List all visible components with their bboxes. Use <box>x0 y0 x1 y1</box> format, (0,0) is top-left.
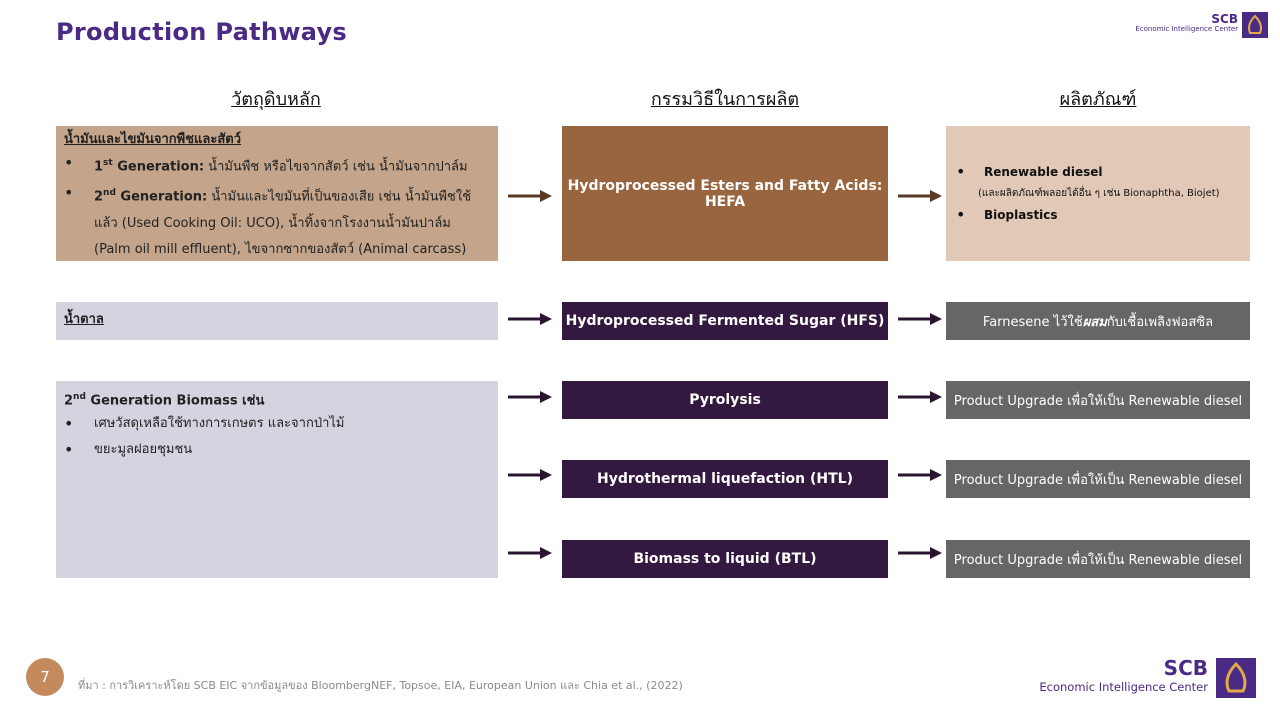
page-number: 7 <box>26 658 64 696</box>
column-header-product: ผลิตภัณฑ์ <box>1059 89 1137 110</box>
bullet-icon: • <box>64 440 74 460</box>
gen-number: 2 <box>64 393 74 409</box>
raw-sugar-box: น้ำตาล <box>56 302 498 340</box>
list-item: • 1st Generation: น้ำมันพืช หรือไขจากสัต… <box>64 150 490 180</box>
arrow-right-icon <box>898 391 942 403</box>
raw-biomass-heading: 2nd Generation Biomass เช่น <box>64 387 490 411</box>
raw-sugar-heading: น้ำตาล <box>64 312 104 327</box>
list-item-text: เศษวัสดุเหลือใช้ทางการเกษตร และจากป่าไม้ <box>94 416 345 432</box>
list-item: • Renewable diesel (และผลิตภัณฑ์พลอยได้อ… <box>956 162 1220 204</box>
product-hefa-box: • Renewable diesel (และผลิตภัณฑ์พลอยได้อ… <box>946 126 1250 261</box>
gen-number: 1 <box>94 159 104 175</box>
product-name: Renewable diesel <box>984 164 1103 179</box>
raw-oils-heading: น้ำมันและไขมันจากพืชและสัตว์ <box>64 132 242 147</box>
list-item: • ขยะมูลฝอยชุมชน <box>64 437 490 463</box>
header-logo-brand: SCB <box>1211 12 1238 26</box>
page-title: Production Pathways <box>56 18 347 46</box>
arrow-right-icon <box>508 547 552 559</box>
bullet-icon: • <box>64 153 74 172</box>
raw-biomass-box: 2nd Generation Biomass เช่น • เศษวัสดุเห… <box>56 381 498 578</box>
product-name: Bioplastics <box>984 207 1058 222</box>
column-header-process: กรรมวิธีในการผลิต <box>650 89 800 110</box>
list-item: • Bioplastics <box>956 204 1220 226</box>
arrow-right-icon <box>898 190 942 202</box>
arrow-right-icon <box>508 391 552 403</box>
gen-text: น้ำมันพืช หรือไขจากสัตว์ เช่น น้ำมันจากป… <box>204 159 468 175</box>
process-hfs-box: Hydroprocessed Fermented Sugar (HFS) <box>562 302 888 340</box>
gen-text: น้ำมันและไขมันที่เป็นของเสีย เช่น น้ำมัน… <box>94 189 472 257</box>
gen-number: 2 <box>94 189 104 205</box>
product-text: Farnesene ไว้ใช้ <box>982 314 1083 330</box>
product-text: กับเชื้อเพลิงฟอสซิล <box>1106 314 1214 330</box>
scb-logo-icon <box>1242 12 1268 38</box>
product-pyrolysis-box: Product Upgrade เพื่อให้เป็น Renewable d… <box>946 381 1250 419</box>
process-btl-box: Biomass to liquid (BTL) <box>562 540 888 578</box>
header-logo-sub: Economic Intelligence Center <box>1135 25 1238 33</box>
raw-oils-box: น้ำมันและไขมันจากพืชและสัตว์ • 1st Gener… <box>56 126 498 261</box>
list-item-text: ขยะมูลฝอยชุมชน <box>94 442 193 458</box>
product-htl-box: Product Upgrade เพื่อให้เป็น Renewable d… <box>946 460 1250 498</box>
arrow-right-icon <box>898 469 942 481</box>
gen-suffix: st <box>103 158 113 168</box>
arrow-right-icon <box>508 313 552 325</box>
arrow-right-icon <box>898 313 942 325</box>
header-logo: SCB Economic Intelligence Center <box>1135 12 1270 38</box>
process-pyrolysis-box: Pyrolysis <box>562 381 888 419</box>
bullet-icon: • <box>64 414 74 434</box>
product-emphasis: ผสม <box>1082 314 1107 330</box>
gen-suffix: nd <box>73 392 86 402</box>
bullet-icon: • <box>64 183 74 203</box>
gen-label: Generation Biomass เช่น <box>85 393 265 409</box>
product-btl-box: Product Upgrade เพื่อให้เป็น Renewable d… <box>946 540 1250 578</box>
list-item: • 2nd Generation: น้ำมันและไขมันที่เป็นข… <box>64 180 490 262</box>
list-item: • เศษวัสดุเหลือใช้ทางการเกษตร และจากป่าไ… <box>64 411 490 437</box>
footer-logo-brand: SCB <box>1163 656 1208 680</box>
source-note: ที่มา : การวิเคราะห์โดย SCB EIC จากข้อมู… <box>78 679 683 692</box>
bullet-icon: • <box>956 161 966 181</box>
process-hefa-box: Hydroprocessed Esters and Fatty Acids: H… <box>562 126 888 261</box>
scb-logo-icon <box>1216 658 1256 698</box>
arrow-right-icon <box>508 469 552 481</box>
gen-label: Generation: <box>112 159 205 175</box>
product-hfs-box: Farnesene ไว้ใช้ผสมกับเชื้อเพลิงฟอสซิล <box>946 302 1250 340</box>
product-note: (และผลิตภัณฑ์พลอยได้อื่น ๆ เช่น Bionapht… <box>978 187 1220 199</box>
gen-label: Generation: <box>115 189 208 205</box>
column-header-raw: วัตถุดิบหลัก <box>231 89 321 110</box>
process-htl-box: Hydrothermal liquefaction (HTL) <box>562 460 888 498</box>
footer-logo-sub: Economic Intelligence Center <box>1039 680 1208 694</box>
arrow-right-icon <box>898 547 942 559</box>
footer-logo: SCB Economic Intelligence Center <box>1039 656 1256 698</box>
bullet-icon: • <box>956 204 966 224</box>
gen-suffix: nd <box>103 188 116 199</box>
arrow-right-icon <box>508 190 552 202</box>
